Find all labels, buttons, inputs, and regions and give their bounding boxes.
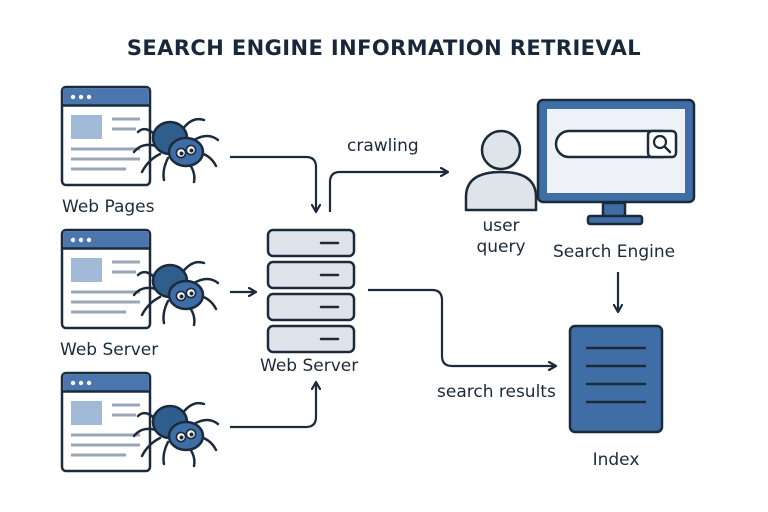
arrow-crawling <box>328 172 448 212</box>
arrow-bottom-to-server <box>230 382 316 429</box>
label-user-query-line1: user <box>482 216 520 236</box>
monitor-icon <box>536 98 696 226</box>
server-stack-icon <box>266 228 356 354</box>
web-page-window-bottom <box>60 371 152 473</box>
diagram-title: SEARCH ENGINE INFORMATION RETRIEVAL <box>126 36 642 60</box>
web-page-window-top <box>60 85 152 187</box>
label-search-engine: Search Engine <box>553 242 676 262</box>
web-page-window-middle <box>60 228 152 330</box>
label-user-query-line2: query <box>476 237 526 257</box>
label-index: Index <box>592 450 640 470</box>
index-document-icon <box>568 324 664 434</box>
arrow-top-to-server <box>230 155 316 212</box>
label-web-server-center: Web Server <box>260 356 359 376</box>
label-crawling: crawling <box>347 136 419 156</box>
search-icon <box>652 134 672 154</box>
label-web-server-left: Web Server <box>60 340 159 360</box>
label-search-results: search results <box>437 382 556 402</box>
label-web-pages: Web Pages <box>62 197 155 217</box>
user-icon <box>464 129 538 212</box>
search-bar <box>554 129 678 159</box>
arrow-search-results <box>368 288 556 366</box>
